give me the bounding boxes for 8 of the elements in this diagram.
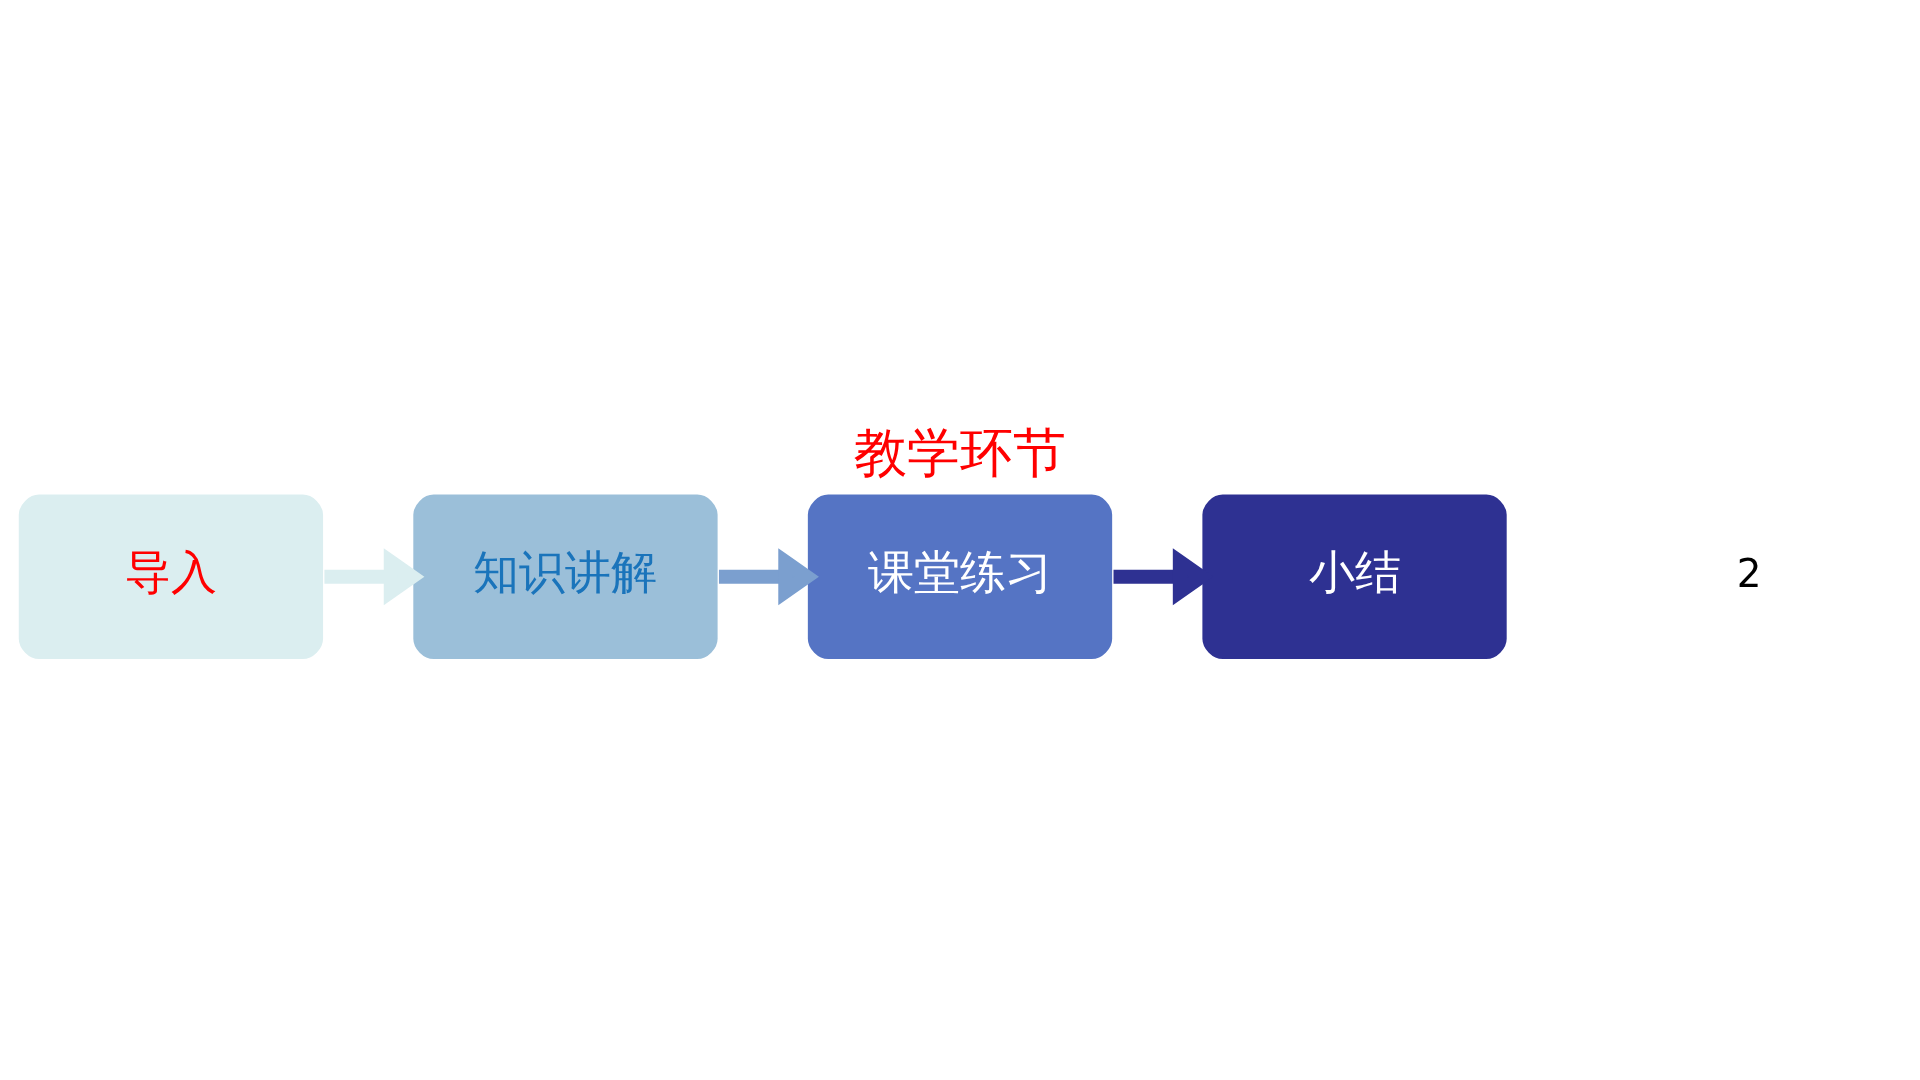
arrow — [324, 547, 425, 605]
arrow — [718, 547, 819, 605]
node-box: 课堂练习 — [806, 492, 1114, 661]
diagram-title: 教学环节 — [854, 421, 1066, 484]
node-box: 导入 — [17, 492, 325, 661]
node-box: 知识讲解 — [411, 492, 720, 661]
node-box: 小结 — [1200, 492, 1509, 661]
label: 2 — [1736, 550, 1762, 596]
